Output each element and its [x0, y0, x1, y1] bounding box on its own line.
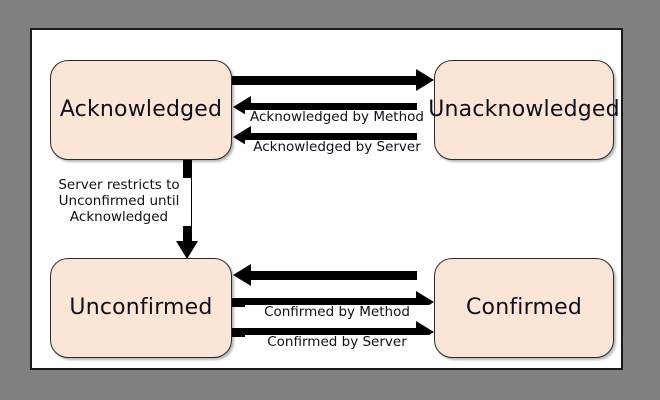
arrowhead-right-icon: [416, 69, 434, 91]
arrowhead-left-icon: [233, 264, 251, 286]
edge-confirmed-to-unconfirmed: [233, 264, 417, 286]
state-node-unacknowledged-label: Unacknowledged: [428, 97, 620, 122]
state-node-confirmed-label: Confirmed: [465, 295, 582, 320]
arrowhead-down-icon: [175, 241, 198, 259]
edge-label-confirmed-by-server: Confirmed by Server: [245, 334, 429, 351]
edge-label-server-restricts-line2: Unconfirmed until: [58, 192, 180, 209]
state-node-acknowledged[interactable]: Acknowledged: [50, 60, 232, 160]
edge-acknowledged-to-unacknowledged: [232, 69, 434, 91]
state-node-unconfirmed[interactable]: Unconfirmed: [50, 258, 232, 358]
edge-label-acknowledged-by-method: Acknowledged by Method: [245, 109, 429, 126]
edge-label-server-restricts: Server restricts to Unconfirmed until Ac…: [47, 177, 191, 226]
diagram-frame: Acknowledged Unacknowledged Unconfirmed …: [30, 28, 623, 370]
state-node-confirmed[interactable]: Confirmed: [434, 258, 614, 358]
edge-label-server-restricts-line1: Server restricts to: [58, 177, 180, 193]
edge-label-server-restricts-line3: Acknowledged: [69, 208, 169, 225]
state-node-unacknowledged[interactable]: Unacknowledged: [428, 60, 620, 160]
state-node-unconfirmed-label: Unconfirmed: [69, 295, 213, 320]
edge-label-acknowledged-by-server: Acknowledged by Server: [245, 139, 429, 156]
edge-label-confirmed-by-method: Confirmed by Method: [245, 304, 429, 321]
state-node-acknowledged-label: Acknowledged: [59, 97, 223, 122]
